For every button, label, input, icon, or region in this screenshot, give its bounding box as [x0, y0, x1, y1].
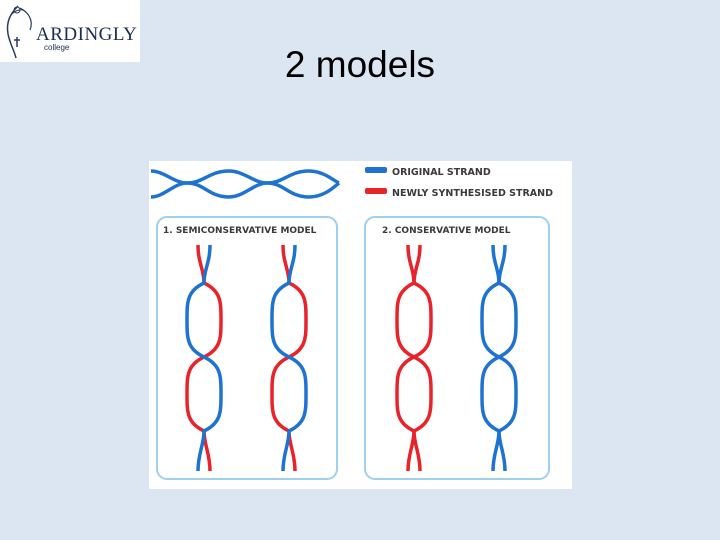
slide-title: 2 models — [0, 44, 720, 86]
legend-original-label: ORIGINAL STRAND — [392, 167, 491, 178]
panel-conservative-frame — [365, 217, 549, 479]
parent-helix — [151, 171, 339, 197]
panel-semiconservative-frame — [157, 217, 337, 479]
panel-semiconservative-label: 1. SEMICONSERVATIVE MODEL — [163, 226, 317, 236]
legend-new-label: NEWLY SYNTHESISED STRAND — [392, 188, 553, 199]
dna-replication-figure: ORIGINAL STRAND NEWLY SYNTHESISED STRAND… — [149, 161, 572, 489]
dna-models-diagram: ORIGINAL STRAND NEWLY SYNTHESISED STRAND… — [149, 161, 572, 489]
panel-semiconservative: 1. SEMICONSERVATIVE MODEL — [157, 217, 337, 479]
panel-conservative: 2. CONSERVATIVE MODEL — [365, 217, 549, 479]
panel-conservative-label: 2. CONSERVATIVE MODEL — [382, 226, 511, 236]
legend: ORIGINAL STRAND NEWLY SYNTHESISED STRAND — [365, 167, 553, 199]
slide-title-text: 2 models — [285, 44, 435, 85]
legend-swatch-original — [365, 167, 387, 173]
legend-swatch-new — [365, 188, 387, 194]
